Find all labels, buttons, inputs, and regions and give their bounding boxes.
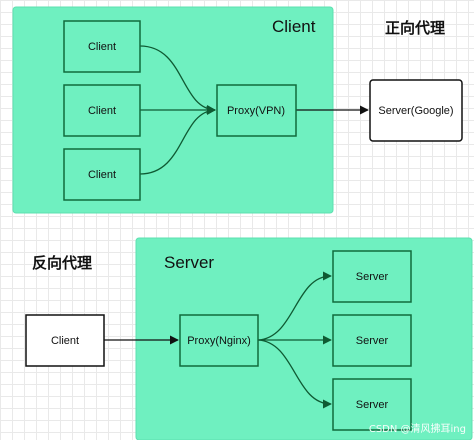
reverse-server-node-3-label: Server [356,399,389,411]
edge-nginx-to-server1 [257,271,332,341]
edge-nginx-to-server3 [257,339,332,409]
reverse-server-node-1-label: Server [356,271,389,283]
vpn-proxy-node-label: Proxy(VPN) [227,105,285,117]
forward-client-node-1 [63,20,141,73]
forward-client-node-3 [63,148,141,201]
reverse-server-node-2 [332,314,412,367]
nginx-proxy-node-label: Proxy(Nginx) [187,335,251,347]
reverse-server-node-1 [332,250,412,303]
forward-client-node-1-label: Client [88,41,116,53]
vpn-proxy-node [216,84,297,137]
google-server-node [369,79,463,142]
google-server-node-label: Server(Google) [378,105,453,117]
forward-client-node-2 [63,84,141,137]
reverse-server-node-3 [332,378,412,431]
edge-client3-to-vpn [139,105,216,175]
forward-client-node-2-label: Client [88,105,116,117]
forward-proxy-label: 正向代理 [385,19,445,37]
reverse-client-node [25,314,105,367]
reverse-client-node-label: Client [51,335,79,347]
forward-region-title: Client [272,17,316,36]
reverse-server-node-2-label: Server [356,335,389,347]
forward-client-node-3-label: Client [88,169,116,181]
edge-client1-to-vpn [139,45,216,115]
nginx-proxy-node [179,314,259,367]
reverse-proxy-label: 反向代理 [32,254,92,272]
csdn-watermark: CSDN @清风拂耳ing [369,422,466,435]
reverse-region-title: Server [164,253,214,272]
